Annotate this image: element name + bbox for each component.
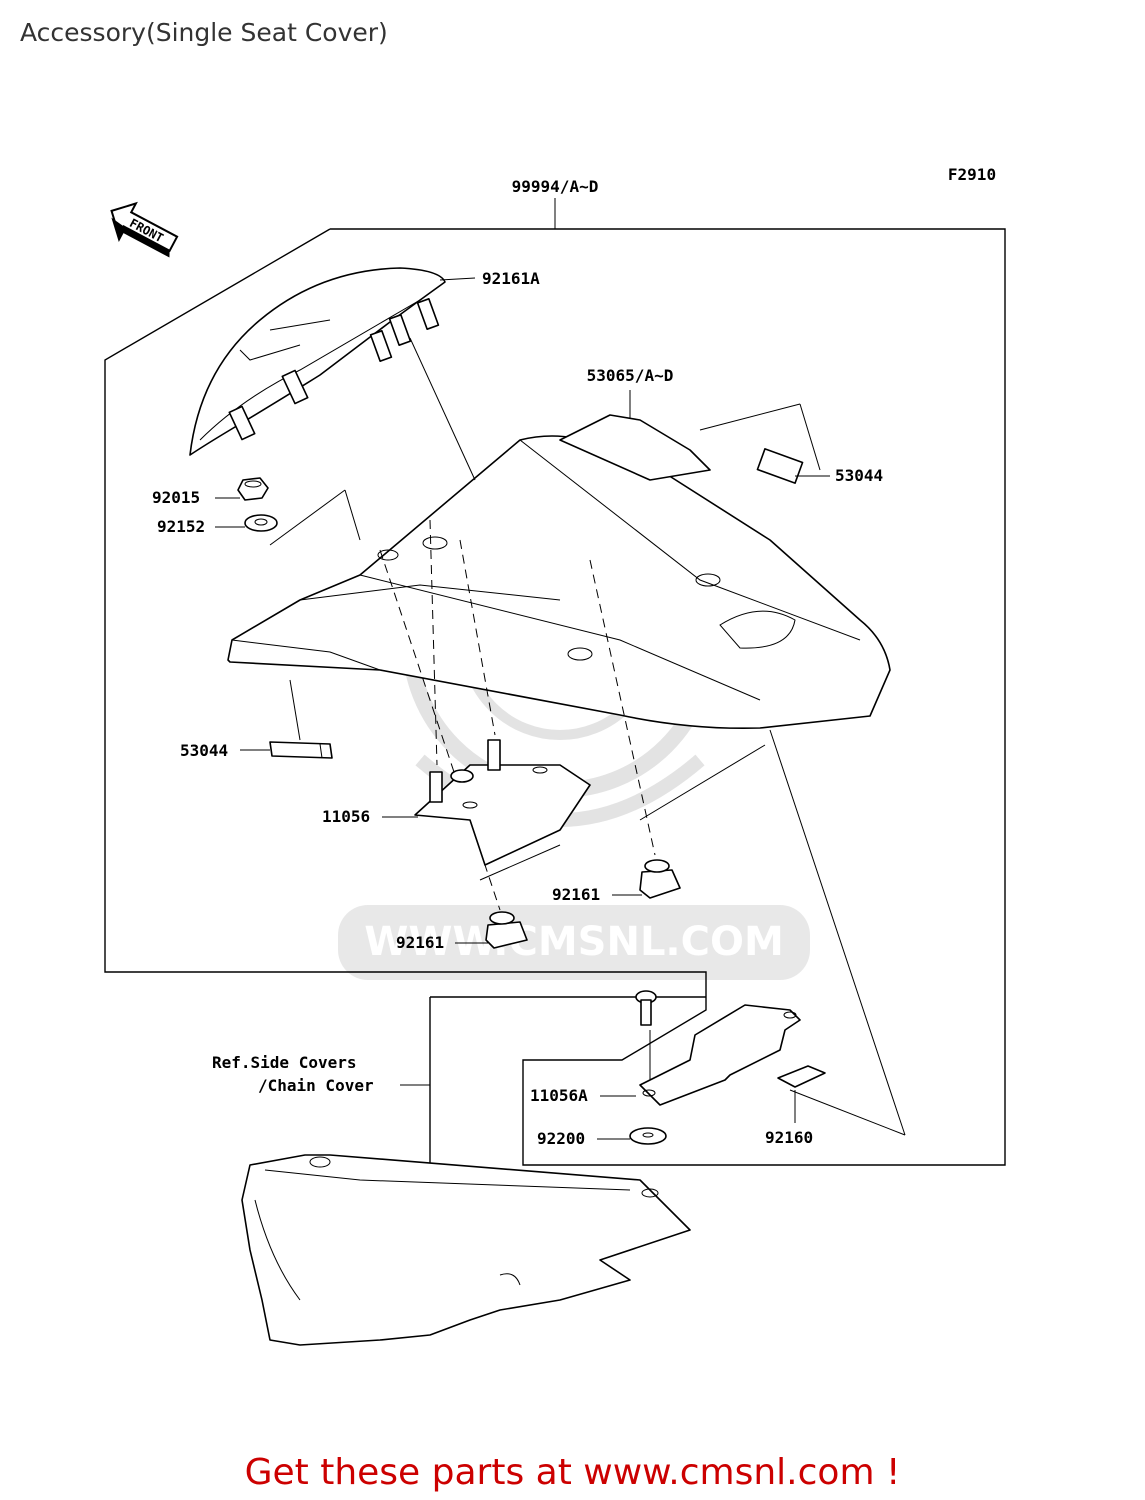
label-92200[interactable]: 92200: [537, 1129, 585, 1148]
bracket-11056A: [639, 1004, 801, 1106]
label-92161-right[interactable]: 92161: [552, 885, 600, 904]
page-title: Accessory(Single Seat Cover): [20, 18, 388, 47]
pad-92160: [777, 1065, 826, 1088]
washer-92152: [244, 514, 278, 532]
label-99994[interactable]: 99994/A~D: [512, 177, 599, 196]
footer-link[interactable]: Get these parts at www.cmsnl.com !: [244, 1452, 901, 1493]
seat-pad-92161A: [189, 267, 446, 456]
label-53065[interactable]: 53065/A~D: [587, 366, 674, 385]
clip-53044-left: [269, 741, 333, 759]
label-92152[interactable]: 92152: [157, 517, 205, 536]
figure-code: F2910: [948, 165, 996, 184]
label-ref-chain-cover: /Chain Cover: [258, 1076, 374, 1095]
clip-53044-right: [756, 448, 804, 484]
label-53044-left[interactable]: 53044: [180, 741, 228, 760]
label-92160[interactable]: 92160: [765, 1128, 813, 1147]
bolt: [635, 990, 657, 1026]
damper-92161-left: [485, 911, 528, 949]
assembly-outline: [104, 228, 1006, 1166]
nut-92015: [237, 477, 269, 501]
label-53044-right[interactable]: 53044: [835, 466, 883, 485]
side-cover-ref: [241, 1154, 691, 1346]
bracket-11056: [414, 739, 591, 866]
label-11056[interactable]: 11056: [322, 807, 370, 826]
label-11056A[interactable]: 11056A: [530, 1086, 588, 1105]
front-arrow-icon: FRONT: [110, 201, 179, 258]
washer-92200: [629, 1127, 667, 1145]
seat-cover-53065: [227, 414, 891, 730]
watermark-text: WWW.CMSNL.COM: [364, 919, 784, 965]
leader-lines: [215, 198, 830, 1140]
label-ref-side-covers: Ref.Side Covers: [212, 1053, 357, 1072]
damper-92161-right: [639, 859, 681, 899]
label-92161-left[interactable]: 92161: [396, 933, 444, 952]
label-92161A[interactable]: 92161A: [482, 269, 540, 288]
label-92015[interactable]: 92015: [152, 488, 200, 507]
